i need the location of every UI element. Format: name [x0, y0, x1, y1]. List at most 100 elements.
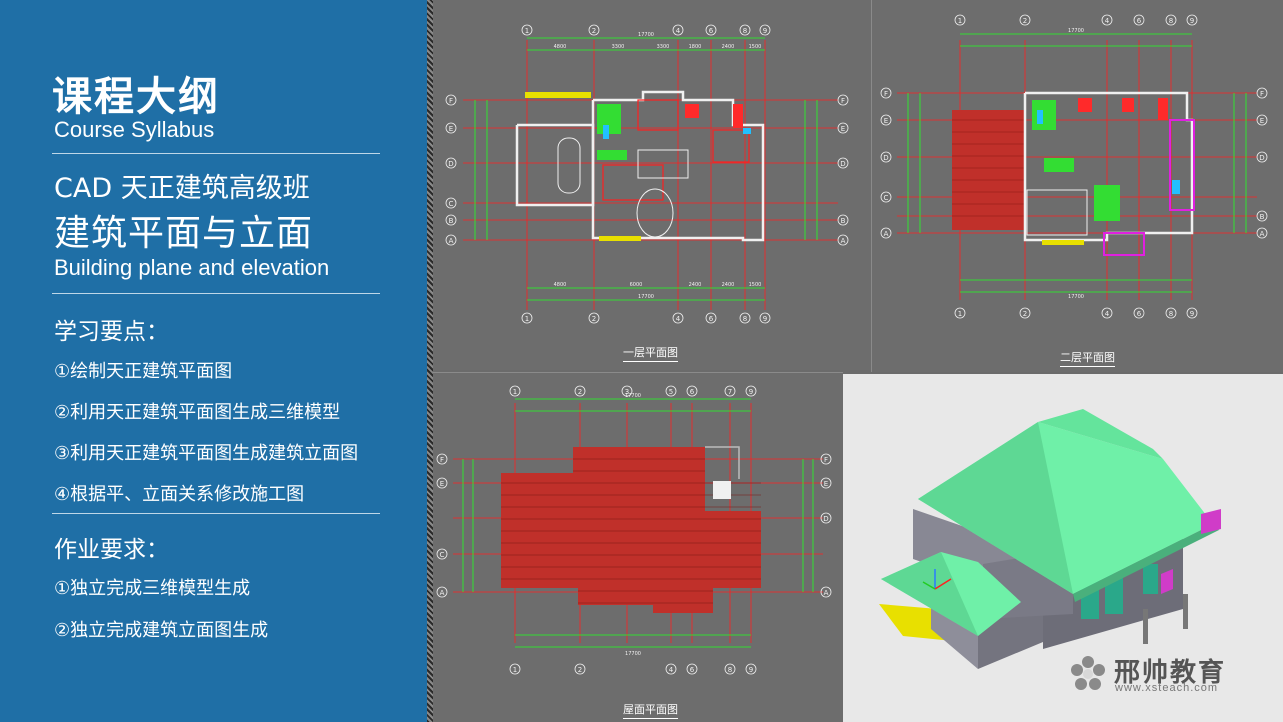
panel-edge-decoration: [427, 0, 433, 722]
point-item: ③利用天正建筑平面图生成建筑立面图: [54, 443, 359, 464]
dimension-text: 17700: [638, 32, 654, 38]
axis-label: E: [884, 117, 888, 125]
axis-label: 6: [709, 315, 714, 323]
axis-label: 6: [1137, 17, 1142, 25]
dimension-text: 17700: [625, 651, 641, 657]
axis-label: 6: [709, 27, 714, 35]
axis-label: E: [824, 480, 828, 488]
floor2-caption: 二层平面图: [1060, 349, 1115, 367]
axis-label: 1: [513, 388, 517, 396]
axis-label: 8: [728, 666, 732, 674]
roof-caption: 屋面平面图: [623, 701, 678, 719]
axis-label: 9: [763, 315, 767, 323]
axis-label: F: [449, 97, 453, 105]
axis-label: 8: [743, 315, 747, 323]
axis-label: B: [841, 217, 846, 225]
axis-label: E: [841, 125, 845, 133]
dimension-text: 17700: [1068, 294, 1084, 300]
syllabus-panel: 课程大纲 Course Syllabus CAD 天正建筑高级班 建筑平面与立面…: [0, 0, 427, 722]
axis-label: A: [884, 230, 889, 238]
axis-label: 7: [728, 388, 732, 396]
axis-label: 8: [1169, 17, 1173, 25]
course-name: CAD 天正建筑高级班: [54, 173, 310, 204]
axis-label: D: [823, 515, 828, 523]
axis-label: A: [824, 589, 829, 597]
dimension-text: 2400: [722, 44, 735, 50]
floor1-plan-drawing: 1 2 4 6 8 9 1 2 4 6 8 9 F E D C B A F E …: [433, 0, 871, 370]
dimension-text: 2400: [722, 282, 735, 288]
point-item: ②利用天正建筑平面图生成三维模型: [54, 402, 341, 423]
divider: [52, 293, 380, 294]
axis-label: 4: [669, 666, 674, 674]
dimension-text: 17700: [625, 393, 641, 399]
axis-label: B: [449, 217, 454, 225]
dimension-text: 3300: [657, 44, 670, 50]
axis-label: 9: [749, 388, 753, 396]
axis-label: 3: [625, 388, 629, 396]
point-item: ④根据平、立面关系修改施工图: [54, 484, 305, 505]
axis-label: 2: [592, 315, 596, 323]
axis-label: 9: [749, 666, 753, 674]
floor2-plan-drawing: 1 2 4 6 8 9 1 2 4 6 8 9 F E D C A F E D …: [871, 0, 1283, 372]
axis-label: 5: [669, 388, 673, 396]
axis-label: C: [440, 551, 445, 559]
axis-label: 2: [1023, 17, 1027, 25]
axis-label: A: [841, 237, 846, 245]
dimension-text: 1500: [749, 282, 762, 288]
axis-label: A: [1260, 230, 1265, 238]
course-topic-en: Building plane and elevation: [54, 255, 330, 280]
axis-label: 1: [513, 666, 517, 674]
axis-label: A: [440, 589, 445, 597]
dimension-text: 17700: [638, 294, 654, 300]
axis-label: 9: [763, 27, 767, 35]
brand-url: www.xsteach.com: [1115, 682, 1219, 694]
axis-label: C: [884, 194, 889, 202]
axis-label: C: [449, 200, 454, 208]
axis-label: F: [1260, 90, 1264, 98]
axis-label: 2: [578, 666, 582, 674]
axis-label: E: [1260, 117, 1264, 125]
dimension-text: 2400: [689, 282, 702, 288]
dimension-text: 1800: [689, 44, 702, 50]
dimension-text: 6000: [630, 282, 643, 288]
axis-label: 4: [1105, 17, 1110, 25]
axis-label: D: [448, 160, 453, 168]
homework-item: ②独立完成建筑立面图生成: [54, 620, 269, 641]
axis-label: 4: [1105, 310, 1110, 318]
axis-label: D: [840, 160, 845, 168]
axis-label: 2: [592, 27, 596, 35]
divider: [52, 153, 380, 154]
dimension-text: 3300: [612, 44, 625, 50]
axis-label: D: [1259, 154, 1264, 162]
axis-label: 1: [958, 310, 962, 318]
axis-label: F: [824, 456, 828, 464]
axis-label: 1: [958, 17, 962, 25]
axis-label: D: [883, 154, 888, 162]
dimension-text: 1500: [749, 44, 762, 50]
axis-label: 8: [1169, 310, 1173, 318]
3d-model-view: [843, 374, 1283, 722]
axis-label: 2: [1023, 310, 1027, 318]
axis-label: 2: [578, 388, 582, 396]
homework-item: ①独立完成三维模型生成: [54, 578, 251, 599]
axis-label: F: [841, 97, 845, 105]
axis-label: 1: [525, 315, 529, 323]
axis-label: 6: [690, 666, 695, 674]
roof-plan-drawing: 1 2 3 5 6 7 9 1 2 4 6 8 9 F E C A F E D …: [433, 372, 843, 722]
dimension-text: 4800: [554, 44, 567, 50]
axis-label: 4: [676, 27, 681, 35]
axis-label: A: [449, 237, 454, 245]
homework-heading: 作业要求：: [54, 537, 169, 563]
brand-name: 邢帅教育: [1114, 658, 1227, 688]
axis-label: E: [440, 480, 444, 488]
flower-logo-icon: [1071, 656, 1105, 690]
axis-label: 4: [676, 315, 681, 323]
axis-label: B: [1260, 213, 1265, 221]
axis-label: 8: [743, 27, 747, 35]
brand-logo: 邢帅教育 www.xsteach.com: [1068, 650, 1278, 700]
dimension-text: 4800: [554, 282, 567, 288]
axis-label: F: [440, 456, 444, 464]
course-topic: 建筑平面与立面: [54, 213, 314, 254]
axis-label: F: [884, 90, 888, 98]
floor1-caption: 一层平面图: [623, 344, 678, 362]
